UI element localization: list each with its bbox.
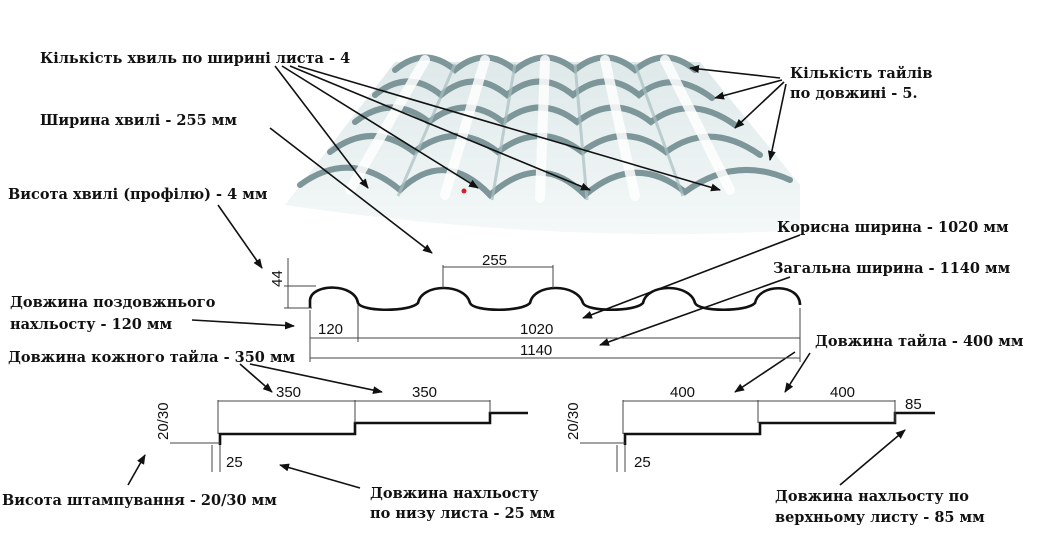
wave-highlights	[345, 55, 735, 203]
arrow-tile-len-1	[734, 351, 796, 393]
arrow-tiles-3	[734, 81, 785, 129]
dim-wave-pitch: 255	[482, 252, 507, 269]
arrow-bottom-overlap	[279, 463, 361, 489]
right-profile-line	[623, 411, 935, 445]
label-wave-height: Висота хвилі (профілю) - 4 мм	[8, 186, 268, 203]
dim-right-tile-1: 400	[670, 384, 695, 401]
dim-overlap: 120	[318, 321, 343, 338]
label-tile-length-each: Довжина кожного тайла - 350 мм	[8, 349, 296, 366]
label-overlap-1: Довжина поздовжнього	[10, 294, 216, 311]
dim-left-step: 25	[226, 454, 243, 471]
label-wave-width: Ширина хвилі - 255 мм	[40, 112, 237, 129]
arrow-waves-3	[289, 65, 591, 191]
arrow-tiles-2	[714, 79, 783, 100]
left-side-profile	[170, 400, 528, 472]
right-side-profile	[580, 400, 935, 472]
label-top-overlap-1: Довжина нахльосту по	[775, 488, 969, 505]
arrow-wave-height	[217, 204, 263, 269]
label-tile-length: Довжина тайла - 400 мм	[815, 333, 1024, 350]
wave-shadows	[396, 63, 685, 201]
roof-sheet-illustration	[285, 54, 800, 235]
label-useful-width: Корисна ширина - 1020 мм	[777, 219, 1009, 236]
dim-right-top: 85	[905, 396, 922, 413]
dim-left-tile-2: 350	[412, 384, 437, 401]
arrow-useful-width	[582, 234, 801, 319]
label-top-overlap-2: верхньому листу - 85 мм	[775, 509, 985, 526]
label-bottom-overlap-1: Довжина нахльосту	[370, 485, 539, 502]
dimension-numbers: 44 255 120 1020 1140 20/30 350 350 25 20…	[155, 252, 922, 471]
dim-useful: 1020	[520, 321, 553, 338]
arrow-waves-4	[297, 65, 721, 192]
label-stamp-height: Висота штампування - 20/30 мм	[2, 492, 277, 509]
arrow-waves-2	[281, 65, 479, 189]
arrow-wave-width	[269, 127, 433, 254]
arrow-tile-len-2	[784, 352, 811, 393]
arrow-overlap	[191, 319, 295, 330]
cross-section-profile	[308, 286, 802, 311]
arrow-stamp-height	[127, 454, 146, 486]
label-bottom-overlap-2: по низу листа - 25 мм	[370, 505, 555, 522]
arrow-tile-each-1	[239, 363, 273, 393]
label-tiles-count-1: Кількість тайлів	[790, 65, 932, 82]
marker-dot	[461, 188, 467, 194]
arrow-tiles-4	[767, 83, 787, 161]
dim-right-step: 25	[634, 454, 651, 471]
dim-profile-height: 44	[269, 270, 286, 287]
cross-section	[284, 258, 802, 362]
arrow-tiles-1	[689, 65, 781, 79]
label-total-width: Загальна ширина - 1140 мм	[773, 260, 1011, 277]
dim-left-stamp: 20/30	[155, 402, 172, 440]
label-tiles-count-2: по довжині - 5.	[790, 85, 918, 102]
arrow-waves-1	[274, 65, 369, 189]
arrow-tile-each-2	[249, 363, 383, 395]
arrow-total-width	[599, 276, 791, 346]
label-waves-count: Кількість хвиль по ширині листа - 4	[40, 50, 350, 67]
left-profile-line	[218, 411, 528, 445]
dim-right-stamp: 20/30	[565, 402, 582, 440]
dim-total: 1140	[520, 342, 552, 359]
arrow-top-overlap	[839, 429, 906, 486]
dim-right-tile-2: 400	[830, 384, 855, 401]
dim-left-tile-1: 350	[276, 384, 301, 401]
pointer-arrows	[127, 65, 906, 489]
annotation-labels: Кількість хвиль по ширині листа - 4 Шири…	[2, 50, 1024, 526]
label-overlap-2: нахльосту - 120 мм	[10, 316, 173, 333]
